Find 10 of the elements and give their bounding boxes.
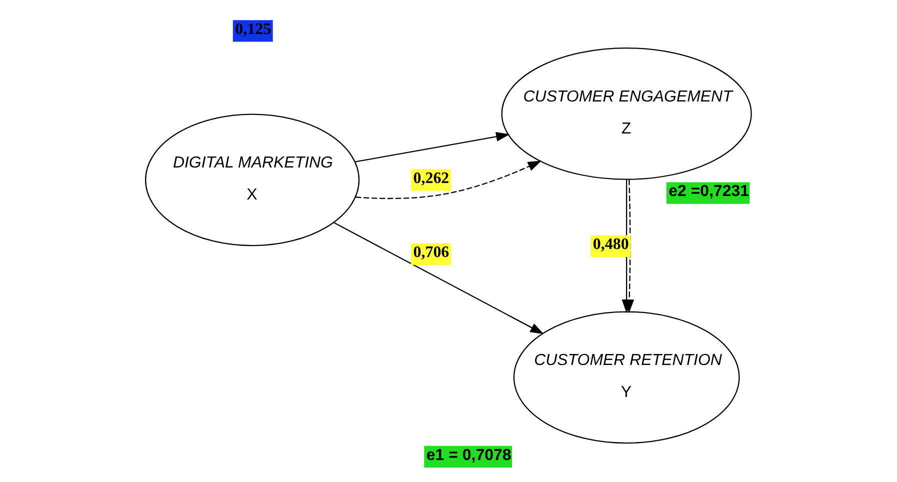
- arrow: [355, 132, 510, 162]
- arrow: [356, 160, 542, 200]
- node-label: e1 = 0,7078: [426, 446, 512, 464]
- label: 0,125: [235, 21, 272, 38]
- node-ellipse: DIGITAL MARKETING X: [145, 114, 360, 246]
- edge-label: 0,706: [413, 244, 450, 262]
- edge-label: 0,262: [413, 170, 450, 188]
- node-label: e2 =0,7231: [668, 183, 750, 200]
- arrow: [333, 222, 544, 334]
- edge-label: 0,480: [592, 236, 629, 254]
